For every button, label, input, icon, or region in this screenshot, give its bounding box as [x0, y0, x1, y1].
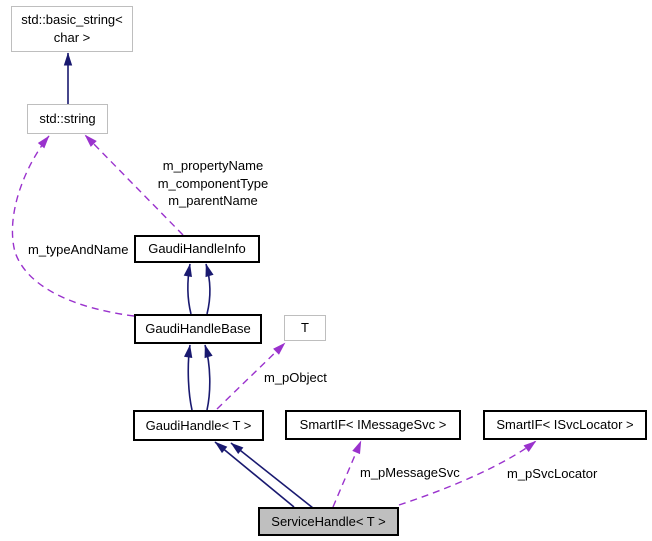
edge-label-m-pmessagesvc: m_pMessageSvc — [360, 465, 460, 480]
edge-member-gaudihandle-t — [216, 342, 286, 410]
edge-inherits-servicehandle-gaudihandle-a — [214, 441, 295, 508]
node-label: GaudiHandle< T > — [145, 417, 252, 433]
node-label: std::string — [39, 111, 96, 126]
edge-label-m-pobject: m_pObject — [264, 370, 327, 385]
edge-label-info-members: m_propertyName m_componentType m_parentN… — [157, 158, 269, 208]
edge-member-handlebase-stdstring — [11, 135, 135, 317]
node-label: GaudiHandleBase — [145, 321, 251, 336]
node-smartif-isvclocator[interactable]: SmartIF< ISvcLocator > — [483, 410, 647, 440]
edge-inherits-gaudihandle-handlebase-b — [204, 344, 213, 411]
node-gaudihandle-t[interactable]: GaudiHandle< T > — [133, 410, 264, 441]
node-std-basic-string: std::basic_string< char > — [11, 6, 133, 52]
node-label: ServiceHandle< T > — [271, 513, 386, 529]
edge-label-m-typeandname: m_typeAndName — [28, 242, 129, 257]
node-label: SmartIF< ISvcLocator > — [496, 417, 634, 432]
edge-label-m-psvclocator: m_pSvcLocator — [507, 466, 598, 481]
node-t: T — [284, 315, 326, 341]
node-std-string: std::string — [27, 104, 108, 134]
node-label: GaudiHandleInfo — [148, 241, 246, 256]
node-servicehandle-t: ServiceHandle< T > — [258, 507, 399, 536]
node-label: T — [301, 320, 309, 335]
node-label: std::basic_string< char > — [21, 12, 123, 45]
node-smartif-imessagesvc[interactable]: SmartIF< IMessageSvc > — [285, 410, 461, 440]
edge-member-servicehandle-imessagesvc — [332, 440, 362, 508]
edge-inherits-gaudihandle-handlebase-a — [183, 344, 193, 411]
node-gaudihandlebase[interactable]: GaudiHandleBase — [134, 314, 262, 344]
edge-inherits-servicehandle-gaudihandle-b — [230, 442, 314, 509]
node-label: SmartIF< IMessageSvc > — [299, 417, 447, 432]
node-gaudihandleinfo[interactable]: GaudiHandleInfo — [134, 235, 260, 263]
edge-inherits-handlebase-handleinfo-b — [205, 263, 214, 315]
edge-inherits-handlebase-handleinfo-a — [183, 263, 192, 315]
edge-member-servicehandle-isvclocator — [398, 440, 537, 506]
